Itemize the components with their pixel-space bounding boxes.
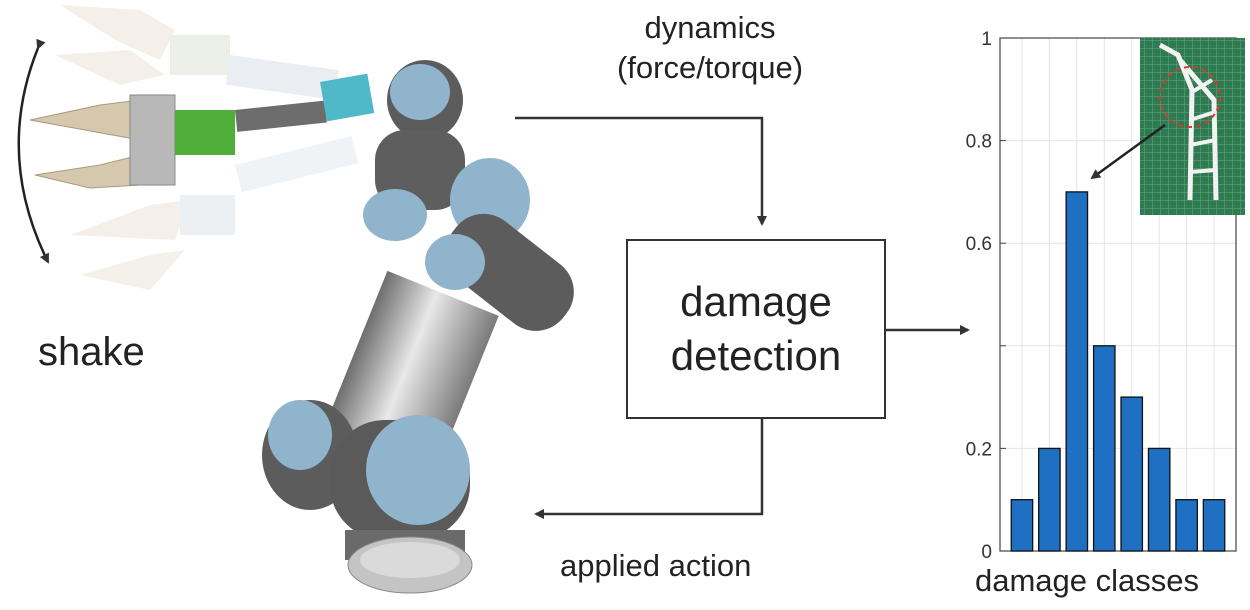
y-tick-label: 0: [981, 542, 992, 563]
dynamics-label: dynamics (force/torque): [560, 8, 860, 88]
applied-action-label: applied action: [560, 548, 752, 583]
y-tick-label: 0.8: [966, 132, 992, 153]
dynamics-label-line2: (force/torque): [616, 50, 804, 85]
shake-label: shake: [38, 330, 145, 374]
y-tick-label: 0.2: [966, 439, 992, 460]
dynamics-label-line1: dynamics: [644, 10, 776, 45]
damaged-gripper-inset: [1090, 38, 1245, 215]
bar: [1010, 499, 1034, 552]
bar: [1120, 396, 1144, 552]
chart-xlabel: damage classes: [975, 563, 1200, 598]
ghost-gripper-top: [55, 5, 339, 101]
damage-detection-box: damage detection: [626, 239, 886, 419]
box-line1: damage: [680, 278, 832, 325]
robot-arm-illustration: [29, 5, 574, 594]
y-tick-label: 1: [981, 29, 992, 50]
inset-pointer-arrow: [1090, 123, 1166, 180]
action-arrow: [534, 419, 764, 519]
plot-frame: [999, 37, 1237, 552]
box-line2: detection: [670, 332, 842, 379]
ghost-gripper-bottom: [70, 135, 359, 290]
bar: [1202, 499, 1226, 552]
dynamics-arrow: [515, 116, 767, 226]
y-tick-label: 0.6: [966, 234, 992, 255]
shake-arrow: [17, 38, 50, 264]
bar: [1065, 191, 1089, 552]
gripper: [29, 73, 375, 189]
bar: [1147, 447, 1171, 552]
damage-chart: 0 0.2 0.6 0.8 1: [966, 29, 1237, 563]
bar: [1175, 499, 1198, 552]
bar: [1092, 345, 1116, 552]
bar: [1038, 447, 1061, 552]
